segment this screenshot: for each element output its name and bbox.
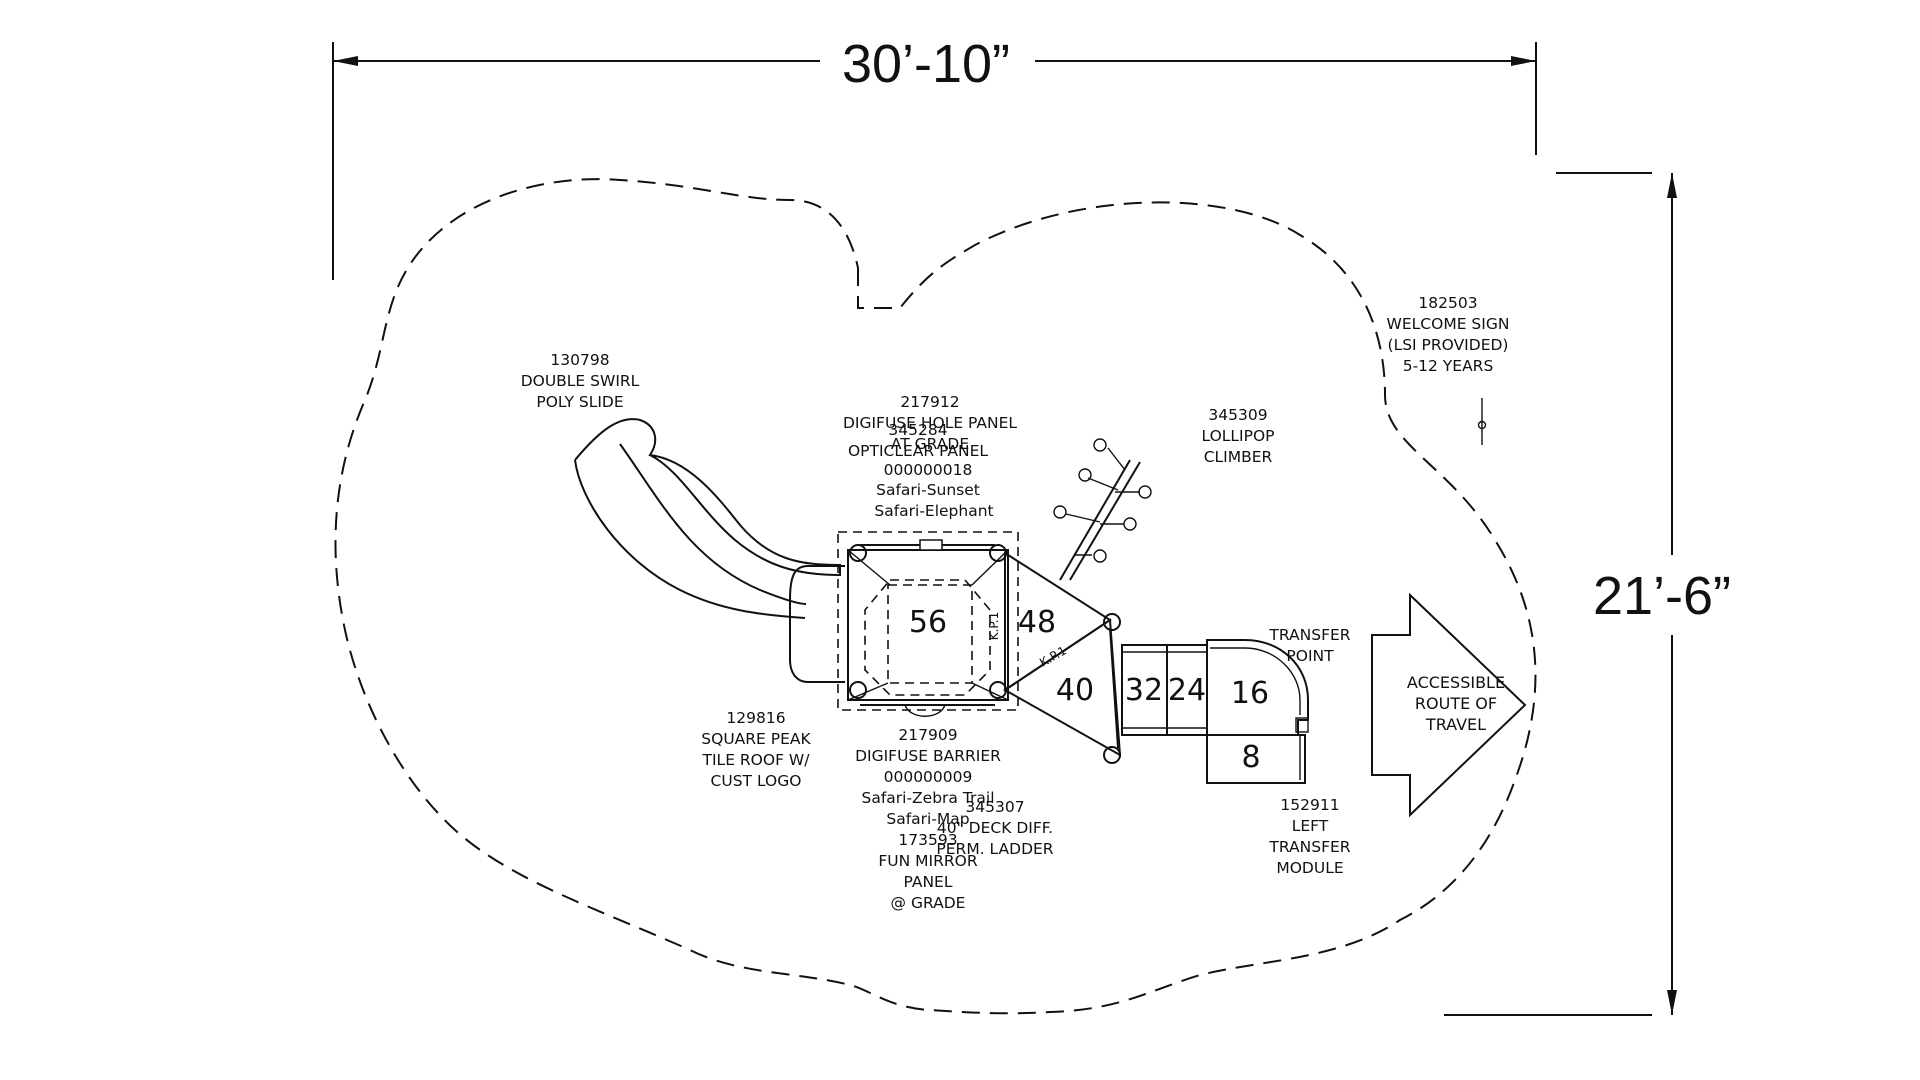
slide-line-1: 130798 — [550, 351, 609, 369]
height-dimension: 21’-6” — [1444, 172, 1731, 1016]
opticlear-line-5: Safari-Elephant — [874, 502, 993, 520]
kp-mark-1: K.P.1 — [987, 612, 1001, 641]
use-zone-boundary — [334, 178, 1537, 1015]
roof-line-4: CUST LOGO — [711, 772, 802, 790]
hole-panel-line-1: 217912 — [900, 393, 959, 411]
roof-line-1: 129816 — [726, 709, 785, 727]
deck-48-label: 48 — [1018, 605, 1056, 640]
transfer-module-line-1: 152911 — [1280, 796, 1339, 814]
welcome-line-2: WELCOME SIGN — [1387, 315, 1510, 333]
transfer-module-line-2: LEFT — [1292, 817, 1329, 835]
roof-line-3: TILE ROOF W/ — [702, 751, 811, 769]
ladder-line-1: 345307 — [965, 798, 1024, 816]
hole-panel-line-3: AT GRADE — [891, 435, 969, 453]
label-ladder: 345307 40" DECK DIFF. PERM. LADDER — [936, 798, 1053, 858]
opticlear-line-4: Safari-Sunset — [876, 481, 980, 499]
deck-16-label: 16 — [1231, 676, 1269, 711]
mirror-line-3: PANEL — [904, 873, 953, 891]
accessible-line-3: TRAVEL — [1425, 715, 1486, 734]
transfer-steps: 32 24 16 8 — [1121, 639, 1309, 784]
lollipop-line-3: CLIMBER — [1204, 448, 1273, 466]
slide-line-2: DOUBLE SWIRL — [521, 372, 640, 390]
deck-56: 56 K.P.1 — [837, 531, 1019, 717]
barrier-line-4: Safari-Zebra Trail — [861, 789, 994, 807]
deck-32-label: 32 — [1125, 673, 1163, 708]
mirror-line-4: @ GRADE — [891, 894, 966, 912]
width-dimension: 30’-10” — [332, 34, 1537, 280]
transfer-point-line-2: POINT — [1286, 647, 1334, 665]
deck-24-label: 24 — [1168, 673, 1206, 708]
mirror-line-1: 173593 — [898, 831, 957, 849]
barrier-line-3: 000000009 — [884, 768, 973, 786]
welcome-line-3: (LSI PROVIDED) — [1388, 336, 1509, 354]
label-slide: 130798 DOUBLE SWIRL POLY SLIDE — [521, 351, 640, 411]
label-transfer-point: TRANSFER POINT — [1268, 626, 1350, 665]
width-dimension-label: 30’-10” — [842, 34, 1010, 94]
deck-48-40: 48 40 K.P.1 — [1003, 551, 1122, 764]
accessible-line-2: ROUTE OF — [1415, 694, 1497, 713]
label-transfer-module: 152911 LEFT TRANSFER MODULE — [1268, 796, 1350, 877]
height-dimension-label: 21’-6” — [1593, 566, 1731, 626]
label-hole-panel: 217912 DIGIFUSE HOLE PANEL AT GRADE — [843, 393, 1017, 453]
mirror-line-2: FUN MIRROR — [878, 852, 977, 870]
ladder-line-2: 40" DECK DIFF. — [937, 819, 1053, 837]
transfer-module-line-4: MODULE — [1276, 859, 1343, 877]
label-roof: 129816 SQUARE PEAK TILE ROOF W/ CUST LOG… — [701, 709, 811, 790]
label-welcome-sign: 182503 WELCOME SIGN (LSI PROVIDED) 5-12 … — [1387, 294, 1510, 375]
welcome-line-1: 182503 — [1418, 294, 1477, 312]
accessible-route-arrow: ACCESSIBLE ROUTE OF TRAVEL — [1371, 592, 1527, 818]
label-opticlear: 345284 OPTICLEAR PANEL 000000018 Safari-… — [848, 421, 994, 520]
welcome-sign-marker — [1477, 398, 1487, 445]
deck-8-label: 8 — [1241, 740, 1260, 775]
transfer-point-line-1: TRANSFER — [1268, 626, 1350, 644]
lollipop-line-2: LOLLIPOP — [1201, 427, 1274, 445]
deck-56-label: 56 — [909, 605, 947, 640]
label-barrier: 217909 DIGIFUSE BARRIER 000000009 Safari… — [855, 726, 1001, 828]
transfer-module-line-3: TRANSFER — [1268, 838, 1350, 856]
deck-40-label: 40 — [1056, 673, 1094, 708]
double-swirl-slide — [574, 418, 845, 683]
kp-mark-2: K.P.1 — [1037, 643, 1069, 669]
slide-line-3: POLY SLIDE — [536, 393, 623, 411]
accessible-line-1: ACCESSIBLE — [1407, 673, 1505, 692]
barrier-line-2: DIGIFUSE BARRIER — [855, 747, 1001, 765]
hole-panel-line-2: DIGIFUSE HOLE PANEL — [843, 414, 1017, 432]
ladder-line-3: PERM. LADDER — [936, 840, 1053, 858]
opticlear-line-3: 000000018 — [884, 461, 973, 479]
label-mirror: 173593 FUN MIRROR PANEL @ GRADE — [878, 831, 977, 912]
welcome-line-4: 5-12 YEARS — [1403, 357, 1494, 375]
barrier-line-1: 217909 — [898, 726, 957, 744]
lollipop-climber — [1053, 438, 1152, 581]
opticlear-line-1: 345284 — [888, 421, 947, 439]
barrier-line-5: Safari-Map — [886, 810, 969, 828]
roof-line-2: SQUARE PEAK — [701, 730, 811, 748]
opticlear-line-2: OPTICLEAR PANEL — [848, 442, 988, 460]
label-lollipop: 345309 LOLLIPOP CLIMBER — [1201, 406, 1274, 466]
lollipop-line-1: 345309 — [1208, 406, 1267, 424]
